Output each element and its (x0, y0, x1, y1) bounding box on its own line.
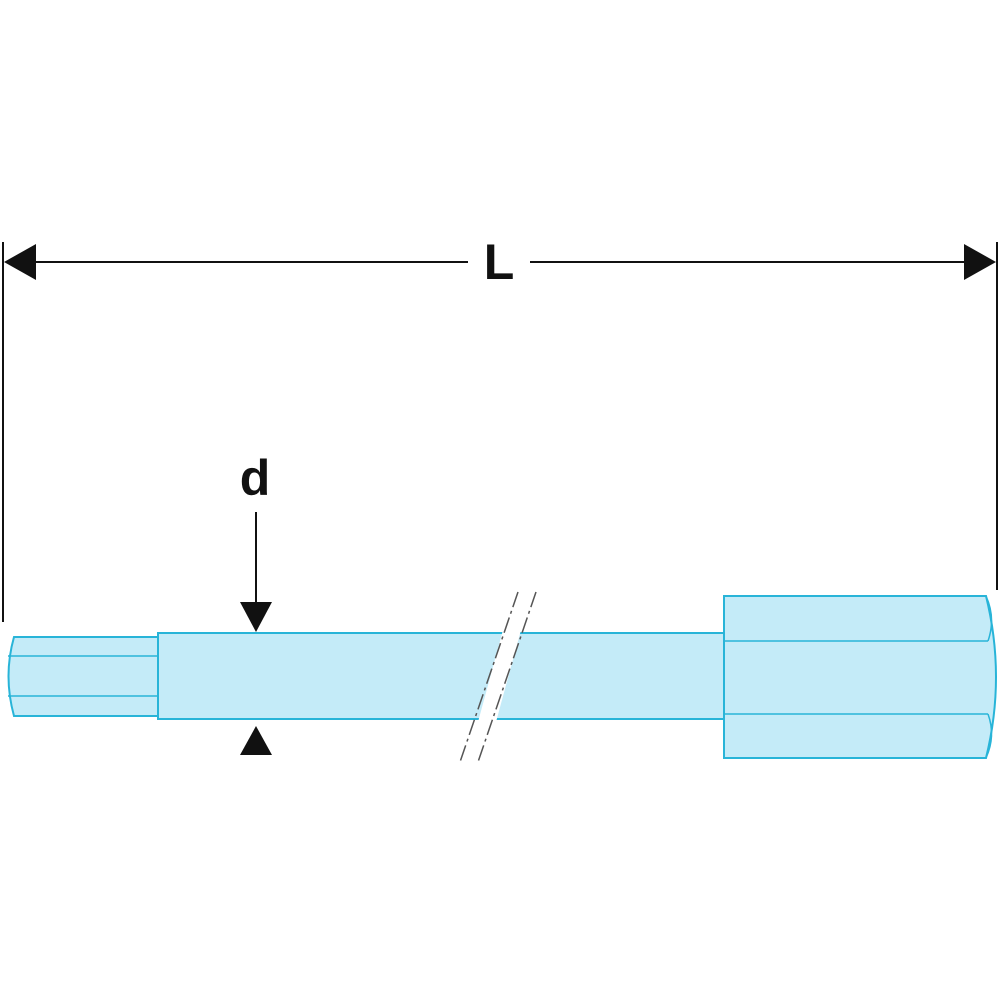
round-shank (157, 632, 725, 720)
arrowhead-down-icon (240, 602, 272, 632)
hex-head-chamfer-top (985, 595, 993, 642)
arrowhead-right-icon (964, 244, 996, 280)
length-label: L (484, 234, 515, 290)
arrowhead-left-icon (4, 244, 36, 280)
length-dimension: L (2, 234, 998, 622)
tool-body (7, 591, 997, 763)
break-gap (478, 630, 521, 722)
diameter-dimension: d (240, 450, 272, 755)
diameter-label: d (240, 450, 271, 506)
break-line-left (459, 591, 519, 763)
hex-bit-outline (7, 636, 159, 717)
hex-head-chamfer-bottom (985, 713, 993, 759)
break-symbol (459, 591, 537, 763)
hex-bit-tip (7, 636, 159, 717)
hex-drive-head (723, 595, 997, 759)
hex-head-outline (723, 595, 997, 759)
arrowhead-up-icon (240, 726, 272, 755)
break-line-right (477, 591, 537, 763)
